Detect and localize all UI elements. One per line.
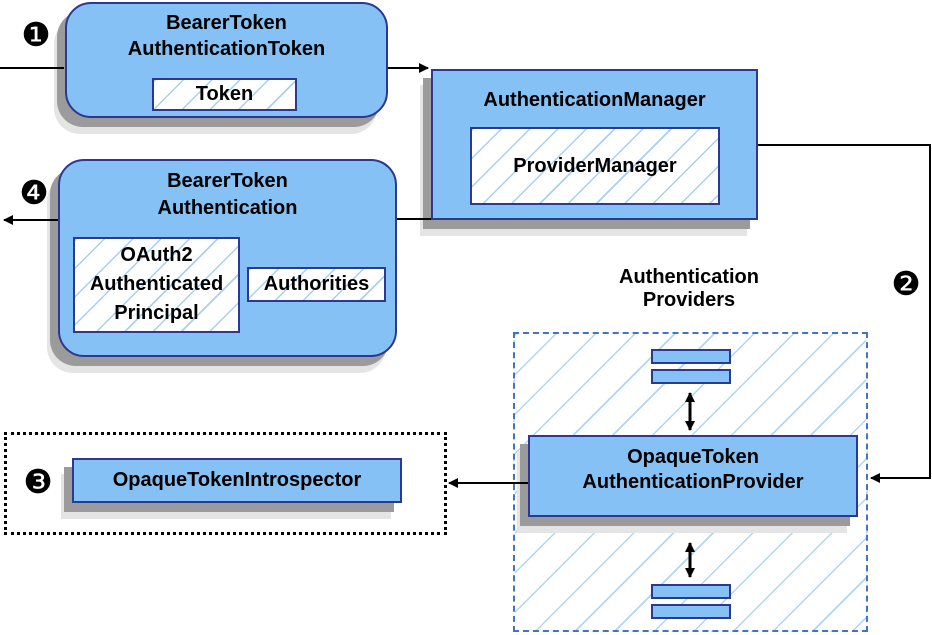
provider-stack-top-bar-2 xyxy=(651,369,731,384)
node-title: AuthenticationManager xyxy=(483,89,706,111)
node-title: OpaqueToken AuthenticationProvider xyxy=(582,446,804,493)
step-2-badge: ❷ xyxy=(891,264,921,303)
authorities-chip: Authorities xyxy=(247,267,386,302)
node-title: BearerToken Authentication xyxy=(157,170,298,219)
provider-manager-chip: ProviderManager xyxy=(470,127,720,205)
introspector-container xyxy=(4,432,447,535)
step-1-badge: ❶ xyxy=(21,15,51,54)
provider-stack-top-bar-1 xyxy=(651,349,731,364)
node-bearer-token-authentication: BearerToken Authentication OAuth2 Authen… xyxy=(58,159,397,357)
step-3-badge: ❸ xyxy=(23,462,53,501)
oauth2-authenticated-principal-chip: OAuth2 Authenticated Principal xyxy=(73,237,240,333)
node-title: BearerToken AuthenticationToken xyxy=(127,12,326,60)
node-authentication-manager: AuthenticationManager ProviderManager xyxy=(431,69,758,220)
provider-stack-bottom-bar-2 xyxy=(651,604,731,619)
node-opaque-token-introspector: OpaqueTokenIntrospector xyxy=(72,458,402,503)
provider-stack-bottom-bar-1 xyxy=(651,584,731,599)
step-4-badge: ❹ xyxy=(19,173,49,212)
node-bearer-token-authentication-token: BearerToken AuthenticationToken Token xyxy=(65,2,388,118)
token-chip: Token xyxy=(152,78,297,111)
authentication-providers-heading: Authentication Providers xyxy=(619,266,759,311)
node-opaque-token-authentication-provider: OpaqueToken AuthenticationProvider xyxy=(528,435,858,517)
